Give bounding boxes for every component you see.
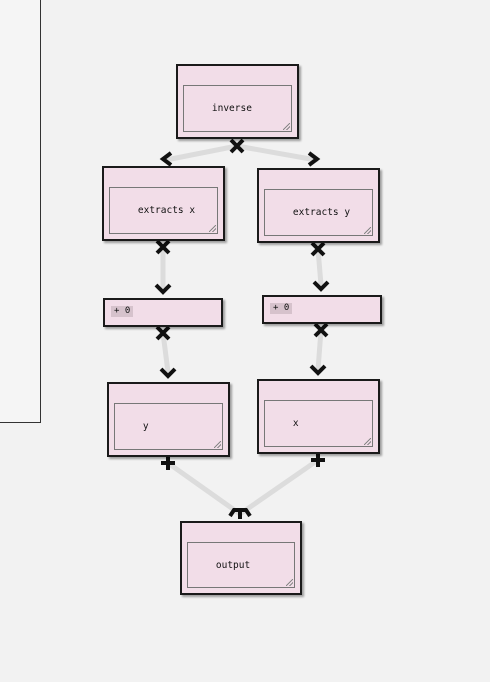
resize-handle-icon[interactable]: [364, 227, 371, 234]
resize-handle-icon[interactable]: [214, 441, 221, 448]
link-plus-x: [315, 327, 324, 373]
output-label: output: [215, 560, 251, 571]
x-label: x: [292, 418, 299, 429]
side-panel: [0, 0, 41, 423]
extracts-y-text-field[interactable]: extracts y: [264, 189, 373, 236]
output-text-field[interactable]: output: [187, 542, 295, 588]
port-out-x[interactable]: [311, 453, 325, 467]
extracts-y-label: extracts y: [292, 207, 351, 218]
link-x-output: [237, 457, 321, 517]
y-label: y: [142, 421, 149, 432]
node-inverse[interactable]: inverse: [176, 64, 299, 139]
extracts-x-text-field[interactable]: extracts x: [109, 187, 218, 234]
resize-handle-icon[interactable]: [286, 579, 293, 586]
port-in-extracts-x[interactable]: [159, 151, 173, 167]
port-in-y[interactable]: [159, 367, 177, 379]
node-extracts-x[interactable]: extracts x: [102, 166, 225, 241]
node-extracts-y[interactable]: extracts y: [257, 168, 380, 243]
link-extracts-y-plus: [315, 246, 324, 288]
port-out-inverse[interactable]: [229, 138, 245, 154]
resize-handle-icon[interactable]: [283, 123, 290, 130]
node-y[interactable]: y: [107, 382, 230, 457]
resize-handle-icon[interactable]: [209, 225, 216, 232]
link-plus-y: [160, 330, 171, 375]
port-in-extracts-y[interactable]: [307, 151, 321, 167]
node-output[interactable]: output: [180, 521, 302, 595]
extracts-x-label: extracts x: [137, 205, 196, 216]
port-in-output[interactable]: [228, 508, 252, 519]
port-out-extracts-y[interactable]: [310, 241, 326, 257]
node-plus-right[interactable]: + 0: [262, 295, 382, 324]
port-out-plus-right[interactable]: [313, 322, 329, 338]
plus-left-label: + 0: [111, 306, 134, 317]
port-out-extracts-x[interactable]: [155, 239, 171, 255]
port-out-y[interactable]: [161, 456, 175, 470]
node-x[interactable]: x: [257, 379, 380, 454]
link-inverse-extracts-y: [234, 143, 319, 163]
port-in-x[interactable]: [309, 364, 327, 376]
port-in-plus-left[interactable]: [154, 283, 172, 295]
link-y-output: [165, 460, 243, 517]
port-in-plus-right[interactable]: [312, 280, 330, 292]
resize-handle-icon[interactable]: [364, 438, 371, 445]
y-text-field[interactable]: y: [114, 403, 223, 450]
inverse-text-field[interactable]: inverse: [183, 85, 292, 132]
inverse-label: inverse: [211, 103, 252, 114]
link-inverse-extracts-x: [163, 143, 240, 163]
port-out-plus-left[interactable]: [155, 325, 171, 341]
x-text-field[interactable]: x: [264, 400, 373, 447]
node-plus-left[interactable]: + 0: [103, 298, 223, 327]
plus-right-label: + 0: [270, 303, 293, 314]
